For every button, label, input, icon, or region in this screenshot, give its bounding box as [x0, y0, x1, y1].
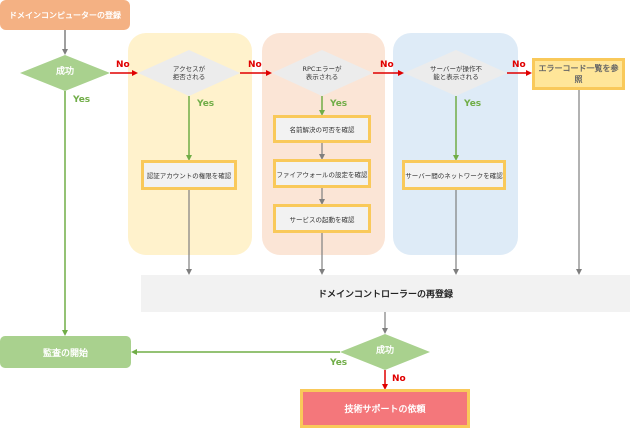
process-check-server-network[interactable]: サーバー間のネットワークを確認: [402, 160, 506, 190]
process-check-firewall[interactable]: ファイアウォールの設定を確認: [273, 159, 371, 188]
end-request-support[interactable]: 技術サポートの依頼: [300, 389, 470, 428]
decision-access-denied[interactable]: アクセスが 拒否される: [172, 64, 206, 81]
edge-label-yes-5: Yes: [330, 358, 348, 368]
edge-label-yes-2: Yes: [197, 99, 215, 109]
edge-label-no-1: No: [116, 60, 130, 70]
decision-success-top[interactable]: 成功: [55, 67, 74, 78]
decision-success-bottom-shape: [340, 334, 430, 370]
process-check-name-resolution[interactable]: 名前解決の可否を確認: [273, 115, 371, 143]
edge-label-yes-4: Yes: [464, 99, 482, 109]
decision-success-bottom[interactable]: 成功: [375, 346, 394, 357]
process-check-auth-account[interactable]: 認証アカウントの権限を確認: [141, 160, 237, 190]
edge-label-yes-1: Yes: [73, 95, 91, 105]
process-check-services[interactable]: サービスの起動を確認: [273, 204, 371, 233]
edge-label-yes-3: Yes: [330, 99, 348, 109]
decision-rpc-error[interactable]: RPCエラーが 表示される: [302, 64, 342, 81]
decision-server-unavailable-shape: [404, 50, 507, 96]
decision-success-top-shape: [20, 55, 110, 91]
end-start-audit[interactable]: 監査の開始: [0, 336, 131, 368]
edge-label-no-5: No: [392, 374, 406, 384]
decision-rpc-error-shape: [272, 50, 373, 96]
process-error-code-list[interactable]: エラーコード一覧を参照: [532, 58, 625, 90]
decision-server-unavailable[interactable]: サーバーが操作不 能と表示される: [430, 64, 482, 81]
edge-label-no-3: No: [380, 60, 394, 70]
start-register-domain-computer[interactable]: ドメインコンピューターの登録: [0, 0, 130, 30]
process-dc-reregister[interactable]: ドメインコントローラーの再登録: [141, 275, 630, 312]
edge-label-no-2: No: [248, 60, 262, 70]
edge-label-no-4: No: [512, 60, 526, 70]
decision-access-denied-shape: [138, 50, 240, 96]
